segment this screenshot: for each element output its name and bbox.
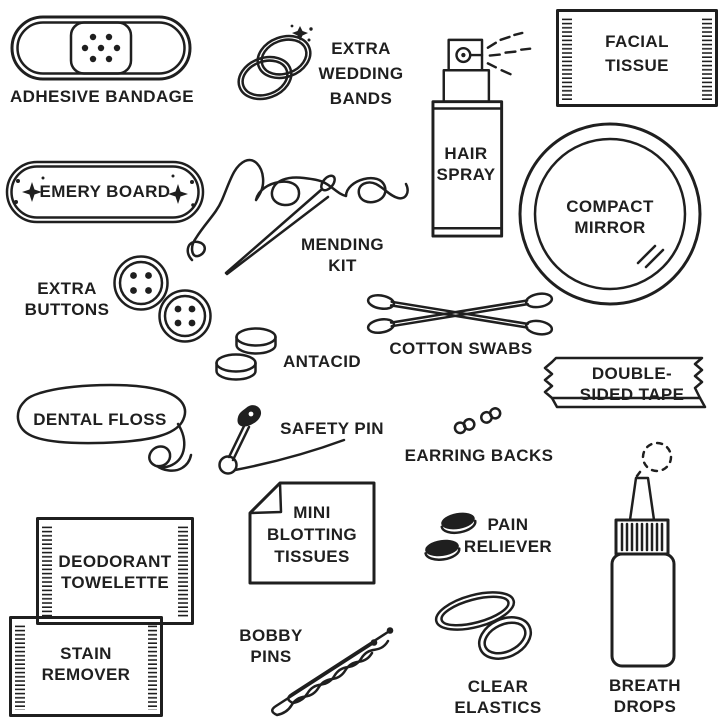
item-earring-backs xyxy=(446,407,506,442)
mending-kit-label: MENDING KIT xyxy=(300,235,385,275)
item-stain-remover xyxy=(9,616,163,717)
item-clear-elastics xyxy=(430,586,538,666)
item-facial-tissue xyxy=(556,9,718,107)
mending-kit-icon xyxy=(186,158,409,276)
item-antacid xyxy=(214,324,280,386)
clear-elastics-label: CLEAR ELASTICS xyxy=(454,677,542,717)
item-adhesive-bandage xyxy=(10,14,192,82)
dental-floss-icon xyxy=(16,383,193,472)
item-safety-pin xyxy=(216,402,356,478)
buttons-icon xyxy=(113,255,212,343)
wedding-bands-icon xyxy=(237,24,313,101)
pain-reliever-label: PAIN RELIEVER xyxy=(463,515,553,556)
antacid-icon xyxy=(215,327,277,381)
safety-pin-icon xyxy=(218,405,346,475)
cotton-swabs-icon xyxy=(366,292,554,336)
tape-icon xyxy=(543,356,707,409)
item-extra-buttons xyxy=(108,252,214,348)
item-extra-wedding-bands xyxy=(234,24,316,108)
emery-board-label: EMERY BOARD xyxy=(39,182,171,201)
compact-mirror-icon xyxy=(518,122,702,306)
clear-elastics-icon xyxy=(434,591,533,660)
deodorant-towelette-icon xyxy=(36,517,194,625)
breath-drops-icon xyxy=(610,441,676,668)
adhesive-bandage-label: ADHESIVE BANDAGE xyxy=(10,87,194,106)
hair-spray-icon xyxy=(431,31,532,238)
stain-remover-label: STAIN REMOVER xyxy=(41,644,131,684)
adhesive-bandage-icon xyxy=(10,15,192,81)
deodorant-towelette-label: DEODORANT TOWELETTE xyxy=(58,552,172,592)
stain-remover-icon xyxy=(9,616,163,717)
earring-backs-label: EARRING BACKS xyxy=(404,446,554,465)
item-pain-reliever xyxy=(422,506,480,562)
bobby-pins-label: BOBBY PINS xyxy=(239,626,303,666)
double-sided-tape-label: DOUBLE- SIDED TAPE xyxy=(579,364,685,404)
item-double-sided-tape xyxy=(542,355,720,417)
item-compact-mirror xyxy=(516,120,704,308)
pain-reliever-icon xyxy=(424,512,477,561)
facial-tissue-icon xyxy=(556,9,718,107)
extra-wedding-bands-label: EXTRA WEDDING BANDS xyxy=(318,39,404,108)
antacid-label: ANTACID xyxy=(282,352,362,371)
item-cotton-swabs xyxy=(366,288,554,340)
compact-mirror-label: COMPACT MIRROR xyxy=(566,197,654,237)
item-mending-kit xyxy=(182,150,412,280)
dental-floss-label: DENTAL FLOSS xyxy=(33,410,167,429)
item-emery-board xyxy=(5,160,205,224)
earring-backs-icon xyxy=(453,407,502,435)
blotting-tissues-icon xyxy=(248,481,376,585)
cotton-swabs-label: COTTON SWABS xyxy=(389,339,533,358)
extra-buttons-label: EXTRA BUTTONS xyxy=(24,279,110,319)
item-mini-blotting-tissues xyxy=(247,481,377,586)
emery-board-icon xyxy=(5,160,205,224)
mini-blotting-tissues-label: MINI BLOTTING TISSUES xyxy=(266,503,358,566)
item-deodorant-towelette xyxy=(36,517,194,625)
facial-tissue-label: FACIAL TISSUE xyxy=(605,32,669,75)
item-hair-spray xyxy=(430,31,536,240)
item-dental-floss xyxy=(10,380,200,488)
item-breath-drops xyxy=(604,436,686,670)
safety-pin-label: SAFETY PIN xyxy=(280,419,384,438)
breath-drops-label: BREATH DROPS xyxy=(609,676,681,716)
hair-spray-label: HAIR SPRAY xyxy=(436,144,496,184)
